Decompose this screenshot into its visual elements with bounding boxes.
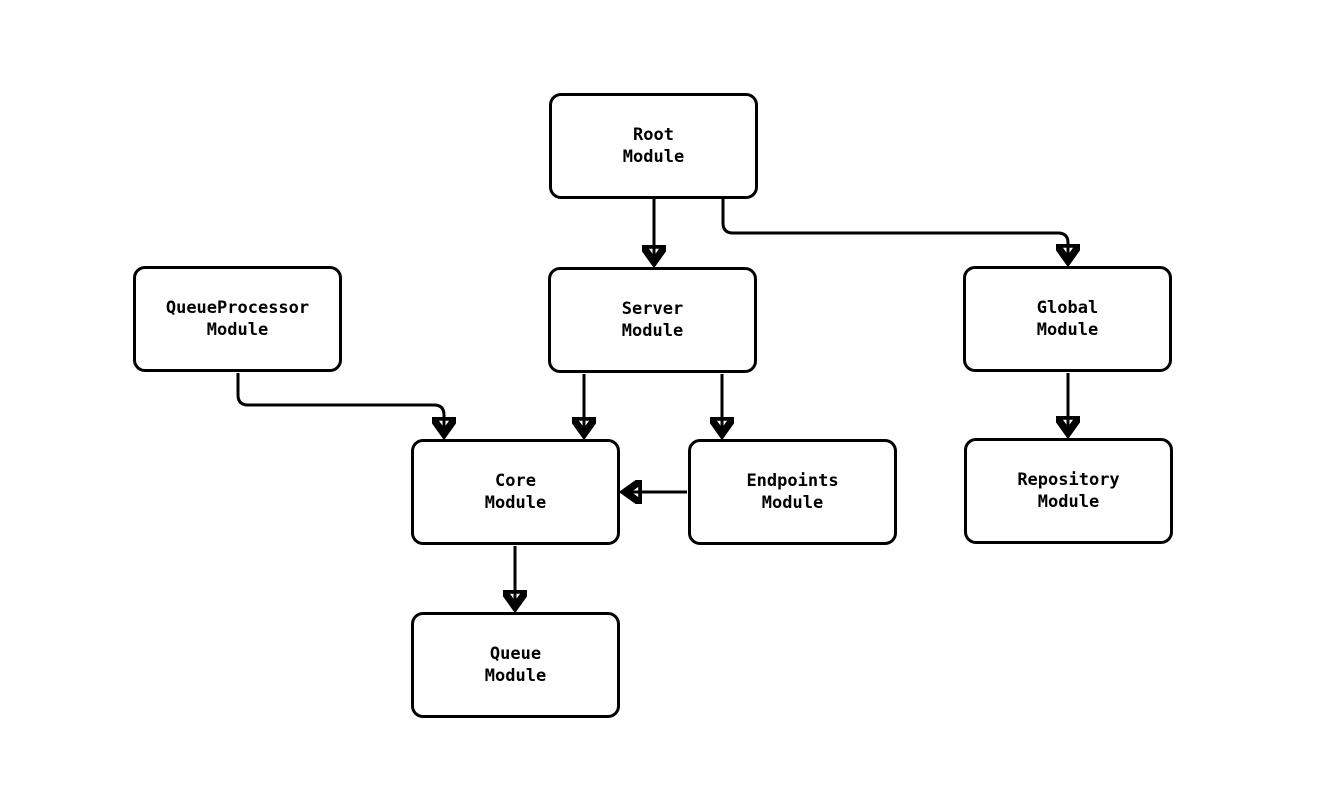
node-label: Queue Module bbox=[484, 644, 547, 686]
edge-queueprocessor-to-core bbox=[236, 373, 444, 434]
edge-root-to-global bbox=[721, 199, 1068, 261]
node-queue-module: Queue Module bbox=[411, 612, 620, 718]
node-label: Core Module bbox=[484, 471, 547, 513]
node-label: QueueProcessor Module bbox=[165, 298, 310, 340]
node-label: Repository Module bbox=[1017, 470, 1120, 512]
node-core-module: Core Module bbox=[411, 439, 620, 545]
node-queueprocessor-module: QueueProcessor Module bbox=[133, 266, 342, 372]
node-label: Global Module bbox=[1036, 298, 1099, 340]
node-root-module: Root Module bbox=[549, 93, 758, 199]
node-repository-module: Repository Module bbox=[964, 438, 1173, 544]
node-server-module: Server Module bbox=[548, 267, 757, 373]
node-label: Server Module bbox=[621, 299, 684, 341]
node-endpoints-module: Endpoints Module bbox=[688, 439, 897, 545]
node-global-module: Global Module bbox=[963, 266, 1172, 372]
node-label: Endpoints Module bbox=[746, 471, 839, 513]
node-label: Root Module bbox=[622, 125, 685, 167]
